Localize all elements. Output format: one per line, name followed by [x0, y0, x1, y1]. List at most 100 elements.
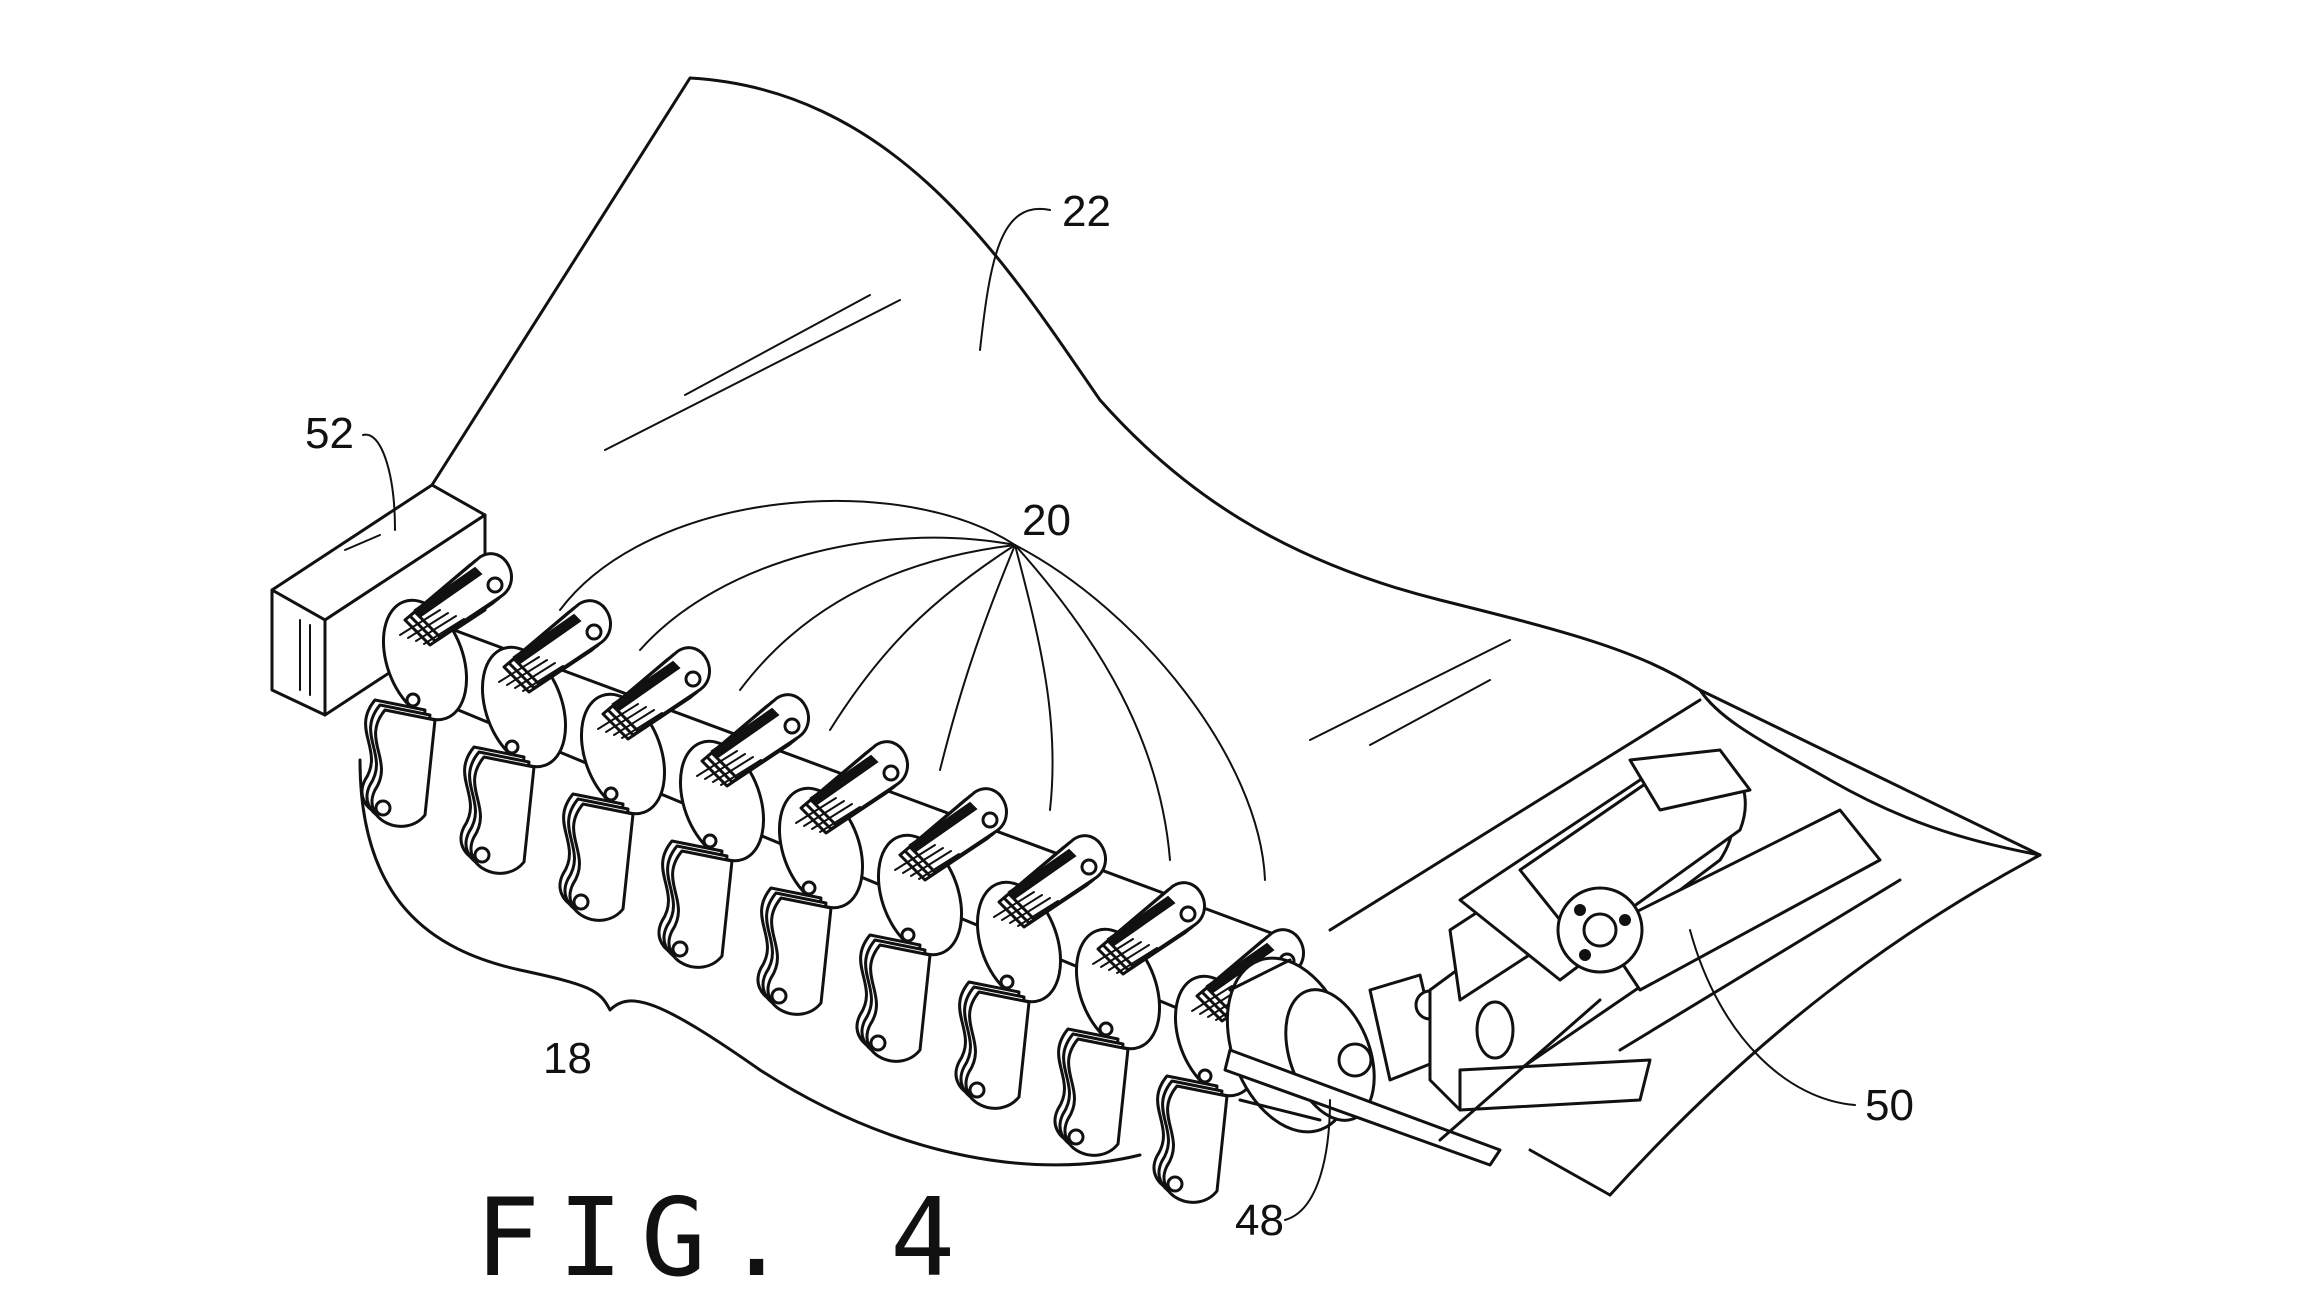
hatch-line — [498, 656, 540, 683]
hatch-line — [1108, 944, 1150, 971]
lower-finger-plate — [1063, 1037, 1130, 1157]
hatch-line — [506, 659, 548, 686]
hatch-line — [910, 850, 952, 877]
upper-finger-plate — [908, 787, 1008, 874]
hatch-line — [1100, 941, 1142, 968]
hatch-line — [415, 615, 457, 642]
hatch-line — [696, 750, 738, 777]
ref-22: 22 — [1062, 187, 1111, 236]
hatch-line — [720, 759, 762, 786]
lower-finger-hole — [968, 1081, 986, 1099]
upper-finger-hole — [1080, 858, 1098, 876]
gripper-fingers — [360, 552, 1305, 1204]
lower-finger-hole — [1067, 1128, 1085, 1146]
finger-leader-fan — [559, 499, 1266, 881]
ref-48: 48 — [1235, 1196, 1284, 1245]
hatch-line — [819, 806, 861, 833]
lower-finger-plate — [469, 755, 536, 875]
finger-assembly — [657, 693, 810, 969]
finger-assembly — [1053, 881, 1206, 1157]
upper-finger-hole — [1179, 905, 1197, 923]
membrane-sheet — [430, 76, 2042, 1197]
ref-20: 20 — [1022, 496, 1071, 545]
pivot-hole — [504, 739, 520, 755]
lower-finger-hole — [869, 1034, 887, 1052]
hatch-line — [605, 706, 647, 733]
pivot-hole — [405, 692, 421, 708]
ref-52: 52 — [305, 409, 354, 458]
upper-finger-shadow — [908, 801, 978, 853]
finger-assembly — [459, 599, 612, 875]
leader-lines — [362, 207, 1856, 1221]
hatch-line — [795, 797, 837, 824]
upper-finger-shadow — [710, 707, 780, 759]
lower-finger-hole — [374, 799, 392, 817]
pivot-hole — [900, 927, 916, 943]
drive-unit — [1428, 748, 1902, 1142]
hatch-line — [522, 665, 564, 692]
hatch-line — [399, 609, 441, 636]
upper-finger-shadow — [413, 566, 483, 618]
lower-finger-plate — [667, 849, 734, 969]
lower-finger-plate — [964, 990, 1031, 1110]
hatch-line — [811, 803, 853, 830]
upper-finger-hole — [981, 811, 999, 829]
upper-finger-hole — [882, 764, 900, 782]
hatch-line — [712, 756, 754, 783]
upper-finger-hole — [783, 717, 801, 735]
hatch-line — [1017, 900, 1059, 927]
hatch-line — [423, 618, 465, 645]
upper-finger-plate — [413, 552, 513, 639]
upper-finger-plate — [710, 693, 810, 780]
finger-assembly — [558, 646, 711, 922]
lower-finger-hole — [473, 846, 491, 864]
upper-finger-shadow — [1106, 895, 1176, 947]
hatch-line — [894, 844, 936, 871]
upper-finger-shadow — [809, 754, 879, 806]
lower-finger-plate — [865, 943, 932, 1063]
ref-50: 50 — [1865, 1081, 1914, 1130]
upper-finger-shadow — [611, 660, 681, 712]
hatch-line — [1116, 947, 1158, 974]
upper-finger-shadow — [1205, 942, 1275, 994]
lower-finger-plate — [568, 802, 635, 922]
hatch-line — [1092, 938, 1134, 965]
lower-finger-hole — [671, 940, 689, 958]
upper-finger-plate — [809, 740, 909, 827]
upper-finger-shadow — [1007, 848, 1077, 900]
upper-finger-hole — [684, 670, 702, 688]
hatch-line — [918, 853, 960, 880]
finger-assembly — [756, 740, 909, 1016]
upper-finger-hole — [486, 576, 504, 594]
lower-finger-hole — [770, 987, 788, 1005]
pivot-hole — [999, 974, 1015, 990]
hatch-line — [613, 709, 655, 736]
hatch-line — [1001, 894, 1043, 921]
pivot-hole — [702, 833, 718, 849]
hatch-line — [1191, 985, 1233, 1012]
hatch-line — [1009, 897, 1051, 924]
lower-finger-hole — [1166, 1175, 1184, 1193]
upper-finger-plate — [611, 646, 711, 733]
finger-assembly — [360, 552, 513, 828]
upper-finger-shadow — [512, 613, 582, 665]
hatch-line — [803, 800, 845, 827]
hatch-line — [993, 891, 1035, 918]
pivot-hole — [1098, 1021, 1114, 1037]
lower-finger-hole — [572, 893, 590, 911]
upper-finger-plate — [1007, 834, 1107, 921]
lower-finger-plate — [1162, 1084, 1229, 1204]
hatch-line — [407, 612, 449, 639]
hatch-line — [704, 753, 746, 780]
hatch-line — [597, 703, 639, 730]
lower-finger-plate — [766, 896, 833, 1016]
hatch-line — [902, 847, 944, 874]
lower-finger-plate — [370, 708, 437, 828]
pivot-hole — [801, 880, 817, 896]
hatch-line — [514, 662, 556, 689]
finger-assembly — [855, 787, 1008, 1063]
hatch-line — [621, 712, 663, 739]
upper-finger-hole — [585, 623, 603, 641]
upper-finger-plate — [512, 599, 612, 686]
